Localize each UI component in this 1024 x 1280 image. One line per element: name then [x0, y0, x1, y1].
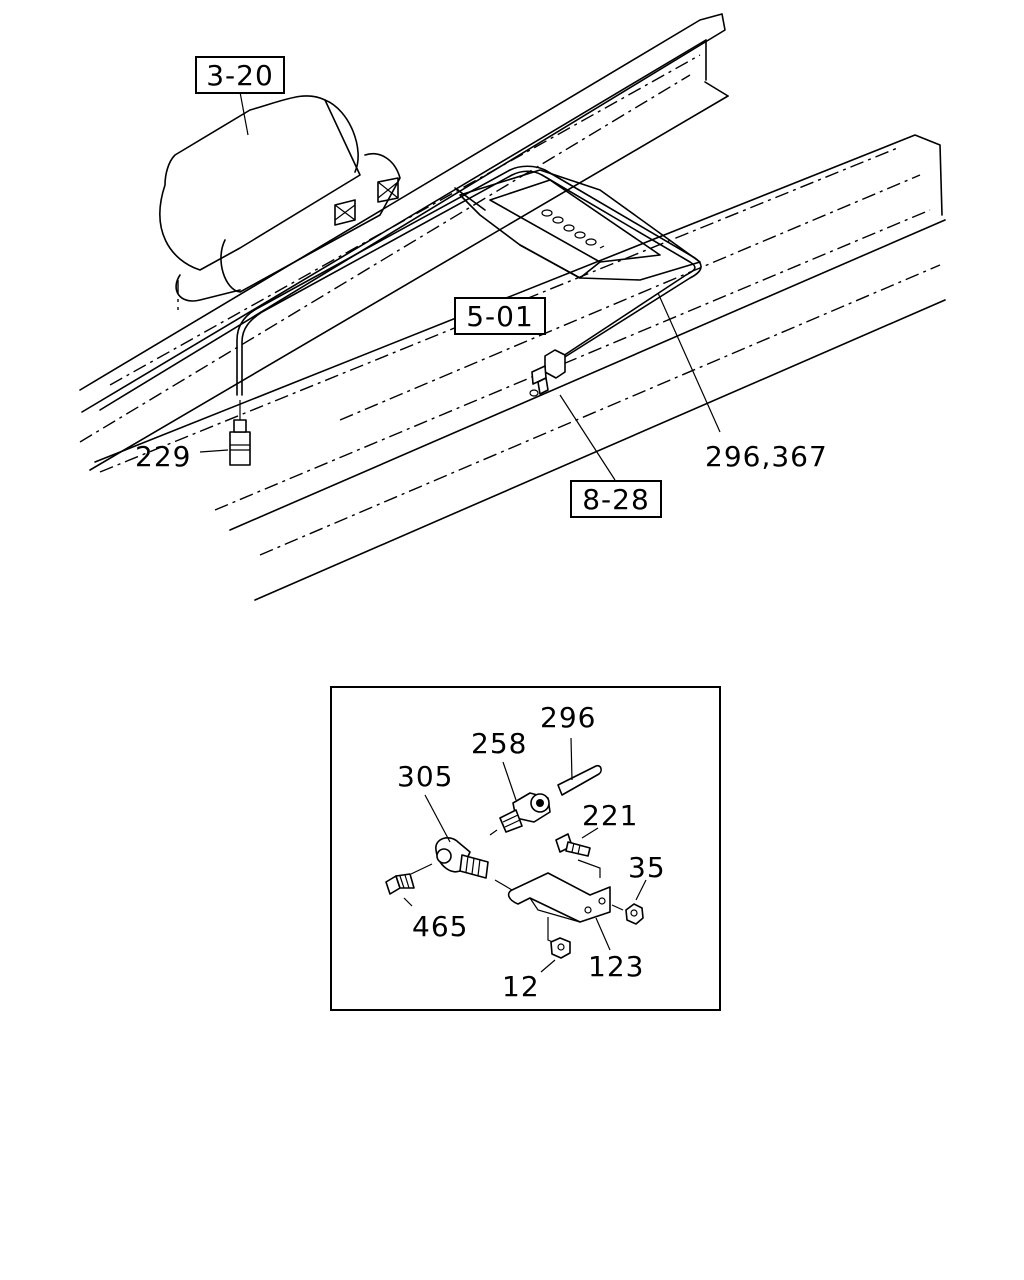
part-296-pipe: [557, 737, 602, 796]
ref-box-3-20[interactable]: 3-20: [195, 56, 285, 94]
part-label-123: 123: [588, 950, 644, 983]
part-label-465: 465: [412, 910, 468, 943]
fuel-tank: [159, 95, 401, 310]
leader-lines-upper: [199, 91, 721, 481]
part-label-221: 221: [582, 799, 638, 832]
detail-frame: [330, 686, 721, 1011]
part-label-258: 258: [471, 727, 527, 760]
part-label-296: 296: [540, 701, 596, 734]
part-465-screw: [385, 873, 415, 907]
pipe-connector: [529, 349, 566, 397]
part-label-296-367: 296,367: [705, 440, 828, 473]
part-305-banjo: [410, 794, 513, 891]
part-35-nut: [611, 879, 647, 925]
part-label-35: 35: [628, 851, 666, 884]
part-258-union: [489, 761, 551, 836]
part-label-305: 305: [397, 760, 453, 793]
part-12-nut: [540, 937, 571, 973]
part-221-bolt: [555, 827, 601, 878]
part-229-fitting: [229, 400, 251, 466]
ref-label-3-20: 3-20: [206, 59, 274, 92]
ref-box-8-28[interactable]: 8-28: [570, 480, 662, 518]
ref-box-5-01[interactable]: 5-01: [454, 297, 546, 335]
ref-label-8-28: 8-28: [582, 483, 650, 516]
ref-label-5-01: 5-01: [466, 300, 534, 333]
brake-pipe: [236, 165, 702, 396]
part-label-12: 12: [502, 970, 540, 1003]
cross-member: [454, 169, 701, 281]
part-label-229: 229: [135, 440, 191, 473]
